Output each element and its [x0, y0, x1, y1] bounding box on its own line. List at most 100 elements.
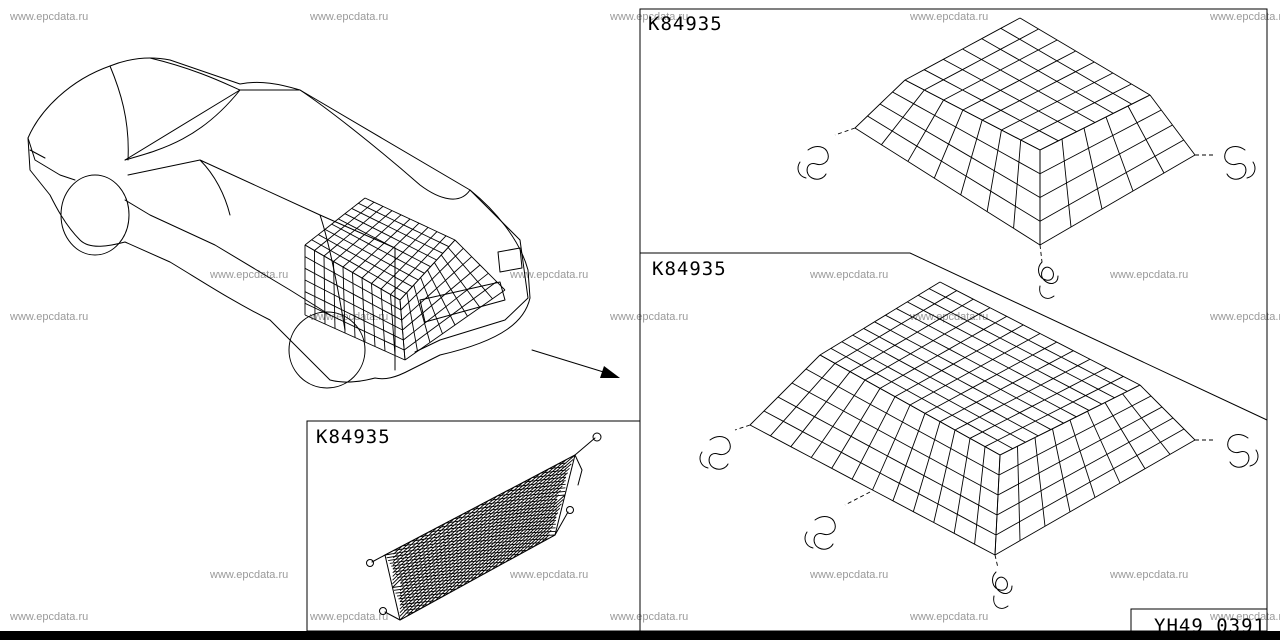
net-strand — [1052, 428, 1071, 512]
watermark: www.epcdata.ru — [9, 11, 88, 23]
net-strand — [419, 520, 557, 538]
net-strand — [323, 206, 384, 257]
net-strand — [867, 115, 1041, 222]
pointer-arrow — [531, 349, 611, 375]
hook-clip — [797, 146, 829, 180]
panel-divider — [640, 252, 1268, 421]
watermark: www.epcdata.ru — [209, 569, 288, 581]
side-sill — [124, 199, 331, 316]
watermark: www.epcdata.ru — [1109, 269, 1188, 281]
watermark: www.epcdata.ru — [609, 611, 688, 623]
window-line — [127, 159, 396, 249]
net-strand — [399, 486, 515, 595]
car-net-top — [304, 197, 456, 301]
net-strand — [399, 454, 576, 621]
net-strand — [434, 476, 567, 601]
net-strand — [549, 466, 567, 470]
watermark: www.epcdata.ru — [609, 311, 688, 323]
net-strand — [894, 324, 1024, 398]
net-top-rope — [574, 437, 596, 456]
luggage-net-in-car — [304, 197, 506, 361]
net-strand — [512, 516, 557, 559]
net-strand — [401, 600, 436, 606]
watermark: www.epcdata.ru — [209, 269, 288, 281]
net-strand — [892, 413, 926, 501]
net-strand — [399, 463, 559, 614]
rear-wheel — [288, 311, 366, 389]
net-strand — [943, 58, 1077, 133]
net-strand — [400, 248, 464, 311]
net-cord — [1039, 244, 1043, 263]
net-strand — [392, 541, 412, 559]
net-strand — [1039, 139, 1184, 222]
net-strand — [791, 382, 999, 496]
watermark: www.epcdata.ru — [309, 11, 388, 23]
net-strand — [1019, 17, 1151, 96]
watermark: www.epcdata.ru — [509, 269, 588, 281]
hook-clip — [804, 516, 836, 550]
net-cord — [994, 554, 999, 569]
net-strand — [471, 498, 558, 510]
net-strand — [358, 202, 450, 248]
net-strand — [392, 518, 455, 577]
net-strand — [1039, 94, 1151, 151]
net-end-cap — [592, 432, 602, 442]
net-strand — [427, 472, 568, 605]
watermark: www.epcdata.ru — [1209, 311, 1280, 323]
net-strand — [928, 288, 1128, 392]
net-strand — [526, 525, 554, 551]
net-top-face — [819, 281, 1141, 456]
net-strand — [531, 473, 567, 479]
net-strand — [477, 494, 566, 578]
net-strand — [404, 289, 506, 361]
net-strand — [969, 367, 1107, 439]
arrow-head — [600, 366, 620, 378]
net-strand — [841, 341, 1026, 443]
net-side-rope — [574, 454, 583, 486]
tail-lamp — [497, 247, 523, 273]
net-strand — [338, 218, 431, 268]
net-strand — [540, 469, 567, 474]
net-cord — [834, 127, 856, 136]
net-strand — [448, 485, 563, 594]
net-strand — [390, 235, 447, 295]
roof-line — [109, 57, 241, 161]
net-side-skirt — [1039, 94, 1196, 246]
net-strand — [1017, 446, 1021, 541]
net-strand — [1034, 437, 1046, 527]
net-strand — [380, 231, 438, 290]
net-strand — [311, 239, 407, 294]
net-strand — [498, 507, 561, 567]
net-strand — [389, 546, 534, 564]
net-strand — [749, 424, 996, 556]
net-bottom-rope — [371, 554, 386, 563]
net-strand — [1087, 411, 1121, 484]
net-strand — [403, 272, 489, 341]
net-strand — [304, 291, 404, 341]
hook-clip — [1227, 434, 1259, 468]
net-strand — [994, 454, 1001, 556]
net-strand — [364, 197, 456, 241]
net-strand — [995, 428, 1185, 536]
net-strand — [456, 490, 561, 590]
net-strand — [352, 218, 411, 273]
hook-clip — [992, 571, 1013, 609]
net-strand — [770, 363, 836, 437]
net-end-cap — [366, 559, 374, 567]
part-code-cargo-net: K84935 — [316, 426, 391, 448]
watermark: www.epcdata.ru — [9, 311, 88, 323]
net-strand — [388, 542, 541, 562]
net-strand — [879, 103, 1041, 198]
net-strand — [304, 314, 406, 361]
net-strand — [392, 553, 520, 570]
net-strand — [974, 446, 986, 545]
net-strand — [896, 308, 1090, 411]
luggage-net-small — [834, 17, 1215, 263]
net-strand — [406, 459, 574, 617]
net-bottom-rope — [384, 611, 401, 621]
net-strand — [996, 417, 1174, 516]
net-strand — [749, 354, 821, 426]
net-strand — [1039, 154, 1196, 246]
watermark-layer: www.epcdata.ru www.epcdata.ru www.epcdata.… — [9, 11, 1280, 623]
net-strand — [831, 388, 881, 469]
